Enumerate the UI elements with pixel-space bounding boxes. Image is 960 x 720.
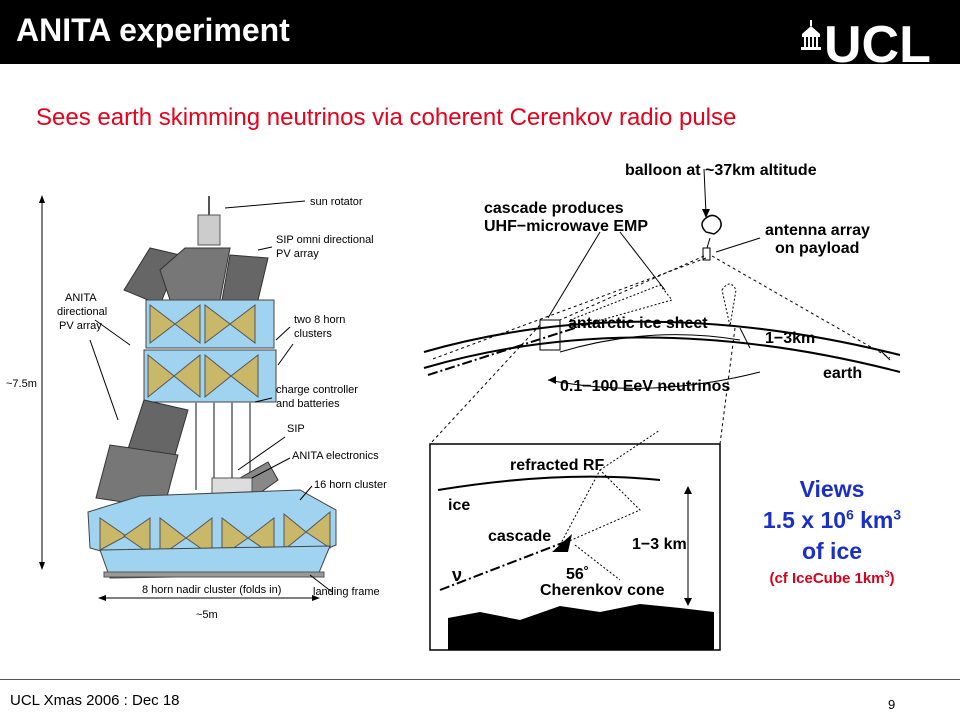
views-line4: (cf IceCube 1km3) (769, 569, 895, 588)
label-horn8-1: two 8 horn (294, 314, 346, 326)
label-sun-rotator: sun rotator (310, 196, 363, 208)
label-cascade: cascade (488, 528, 552, 545)
views-line2: 1.5 x 106 km3 (762, 507, 902, 533)
label-cascade-1: cascade produces (484, 200, 624, 217)
label-landing: landing frame (313, 586, 380, 598)
label-antenna-2: on payload (775, 240, 860, 257)
label-horn16: 16 horn cluster (314, 479, 387, 491)
ucl-logo-text: UCL (824, 16, 931, 64)
label-charge-2: and batteries (276, 398, 340, 410)
views-callout: Views 1.5 x 106 km3 of ice (cf IceCube 1… (742, 474, 922, 591)
label-cascade-2: UHF−microwave EMP (484, 218, 649, 235)
label-balloon: balloon at ~37km altitude (625, 162, 817, 179)
label-sip-omni-2: PV array (276, 248, 319, 260)
label-nu: ν (452, 565, 463, 585)
label-earth: earth (823, 365, 863, 382)
page-number: 9 (888, 697, 896, 712)
label-antenna-1: antenna array (765, 222, 870, 239)
label-sip: SIP (287, 423, 305, 435)
footer-left-text: UCL Xmas 2006 : Dec 18 (10, 692, 180, 709)
label-neutrinos: 0.1−100 EeV neutrinos (560, 378, 731, 395)
label-ice-sheet: antarctic ice sheet (568, 315, 708, 332)
slide-subtitle: Sees earth skimming neutrinos via cohere… (36, 104, 737, 131)
ucl-logo: UCL (801, 16, 931, 64)
label-ice-depth: 1−3km (765, 330, 816, 347)
label-height: ~7.5m (6, 378, 37, 390)
header-bar: ANITA experiment UCL (0, 0, 960, 64)
label-electronics: ANITA electronics (292, 450, 379, 462)
label-angle: 56˚ (566, 566, 590, 583)
label-cherenkov-cone: Cherenkov cone (540, 582, 665, 599)
label-width: ~5m (196, 609, 218, 621)
label-anita-dir-3: PV array (59, 320, 102, 332)
label-refracted-rf: refracted RF (510, 457, 605, 474)
slide-title: ANITA experiment (16, 12, 290, 48)
label-inset-depth: 1−3 km (632, 536, 687, 553)
label-ice: ice (448, 497, 471, 514)
views-line1: Views (799, 476, 865, 502)
label-anita-dir-1: ANITA (65, 292, 97, 304)
label-anita-dir-2: directional (57, 306, 108, 318)
label-horn8-2: clusters (294, 328, 332, 340)
label-sip-omni-1: SIP omni directional (276, 234, 374, 246)
views-line3: of ice (801, 538, 863, 564)
label-charge-1: charge controller (276, 384, 358, 396)
footer-rule (0, 679, 960, 680)
label-nadir: 8 horn nadir cluster (folds in) (142, 584, 282, 596)
